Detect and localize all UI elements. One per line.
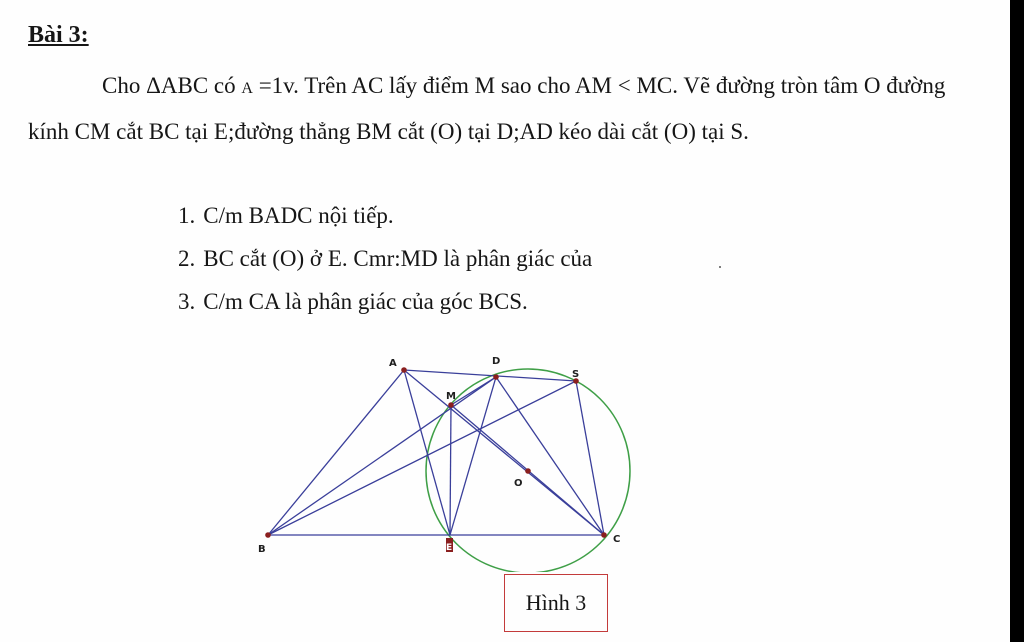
point-o [525, 468, 531, 474]
exercise-heading: Bài 3: [28, 22, 89, 48]
segment-sc [575, 380, 605, 536]
problem-statement: Cho ΔABC có A =1v. Trên AC lấy điểm M sa… [28, 64, 963, 153]
statement-part-1: Cho ΔABC có [102, 73, 242, 98]
label-o: O [514, 478, 523, 489]
segment-dc [495, 376, 605, 536]
point-c [601, 532, 607, 538]
point-d [493, 374, 499, 380]
label-d: D [492, 356, 500, 367]
point-a [401, 367, 407, 373]
segment-md [450, 376, 497, 406]
figure-labels: A D S M O B E C [258, 356, 620, 555]
point-b [265, 532, 271, 538]
label-m: M [446, 391, 456, 402]
figure-caption: Hình 3 [504, 574, 608, 632]
point-m [448, 402, 454, 408]
task-item: 2. BC cắt (O) ở E. Cmr:MD là phân giác củ… [178, 237, 592, 280]
figure-caption-text: Hình 3 [525, 590, 587, 615]
segment-bd [267, 376, 497, 536]
figure-circle [425, 368, 631, 572]
label-c: C [613, 534, 620, 545]
figure-points [265, 367, 607, 552]
geometry-figure: A D S M O B E C [258, 356, 631, 572]
label-b: B [258, 544, 266, 555]
segment-bs [267, 380, 577, 536]
label-e: E [446, 543, 452, 553]
angle-vertex-label: A [241, 80, 253, 97]
task-item: 1. C/m BADC nội tiếp. [178, 194, 592, 237]
segment-as [403, 369, 577, 382]
task-number: 1. [178, 203, 196, 228]
task-number: 3. [178, 289, 196, 314]
task-text: C/m CA là phân giác của góc BCS. [203, 289, 528, 314]
segment-ae [403, 369, 451, 536]
label-a: A [389, 358, 397, 369]
task-text: C/m BADC nội tiếp. [203, 203, 394, 228]
statement-part-2: =1v. Trên AC lấy điểm M sao cho AM < MC.… [28, 73, 946, 144]
point-s [573, 378, 579, 384]
figure-segments [267, 369, 605, 536]
label-s: S [572, 369, 579, 380]
task-number: 2. [178, 246, 196, 271]
point-e-marker [446, 538, 453, 552]
task-item: 3. C/m CA là phân giác của góc BCS. [178, 280, 592, 323]
stray-dot [719, 266, 721, 268]
task-text: BC cắt (O) ở E. Cmr:MD là phân giác của [203, 246, 593, 271]
segment-de [449, 376, 497, 536]
segment-me [449, 404, 452, 536]
segment-ba [267, 369, 405, 536]
task-list: 1. C/m BADC nội tiếp. 2. BC cắt (O) ở E. C… [178, 194, 592, 323]
